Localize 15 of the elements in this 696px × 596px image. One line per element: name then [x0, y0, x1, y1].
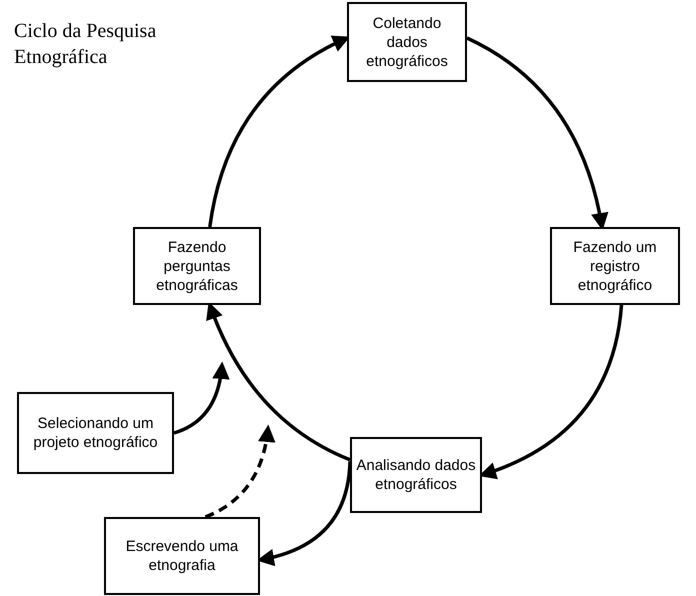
box-label: Analisando dados etnográficos — [356, 456, 476, 494]
process-box — [350, 437, 482, 513]
process-box — [550, 227, 680, 305]
process-box — [17, 392, 174, 474]
box-label: Escrevendo uma etnografia — [124, 537, 240, 575]
process-box — [104, 517, 260, 595]
arrow — [204, 424, 275, 519]
box-label: Selecionando um projeto etnográfico — [32, 414, 159, 452]
process-box — [133, 227, 261, 305]
box-label: Coletando dados etnográficos — [365, 14, 449, 70]
process-box — [347, 2, 467, 82]
diagram-title: Ciclo da Pesquisa Etnográfica — [14, 19, 158, 70]
box-label: Fazendo perguntas etnográficas — [155, 238, 239, 294]
arrow — [173, 362, 230, 435]
box-label: Fazendo um registro etnográfico — [572, 238, 658, 294]
